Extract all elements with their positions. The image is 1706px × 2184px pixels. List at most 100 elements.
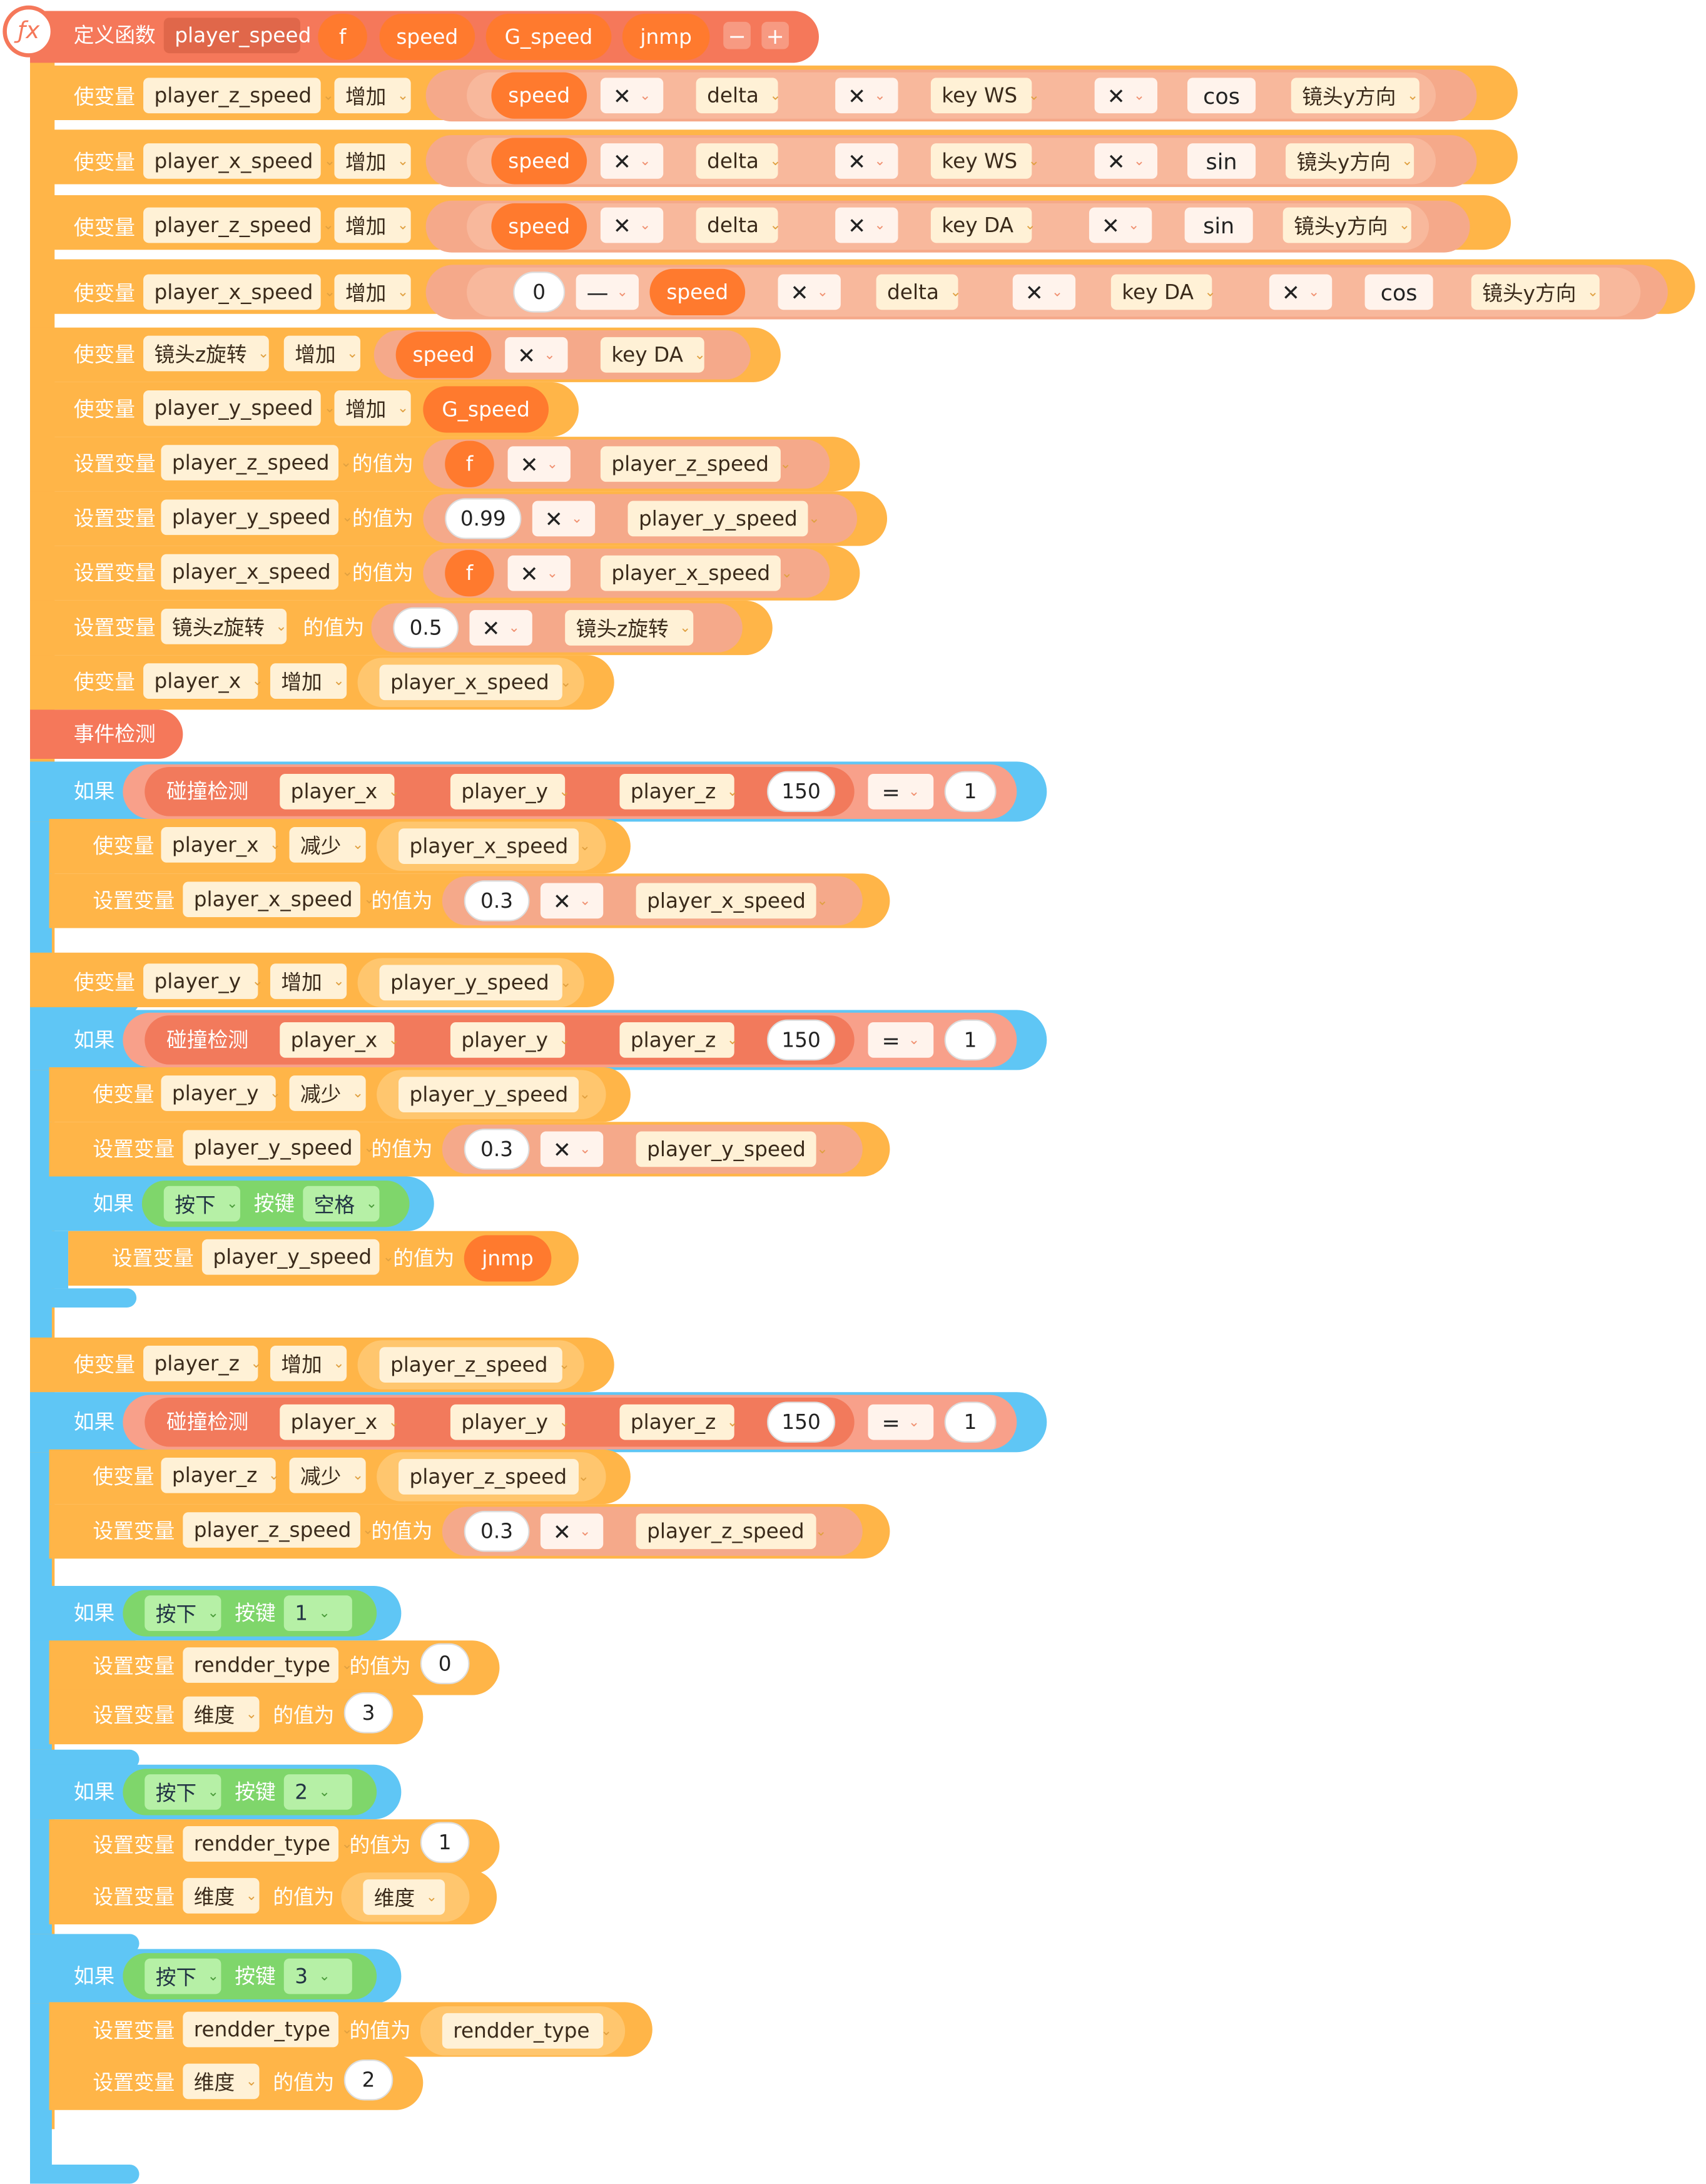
variable-dropdown[interactable]: player_y_speed⌄ [379,965,572,1001]
number-input[interactable]: 1 [944,771,997,813]
param-reporter[interactable]: speed [491,72,587,119]
variable-dropdown[interactable]: player_z_speed⌄ [636,1513,826,1550]
operator-dropdown[interactable]: ✕⌄ [600,78,664,114]
operator-dropdown[interactable]: —⌄ [576,274,639,310]
variable-dropdown[interactable]: 维度⌄ [183,1877,260,1914]
variable-dropdown[interactable]: player_x⌄ [280,1404,400,1440]
number-input[interactable]: 1 [420,1822,470,1863]
function-dropdown[interactable]: cos [1364,274,1433,310]
variable-dropdown[interactable]: 增加⌄ [334,78,411,114]
variable-dropdown[interactable]: rendder_type⌄ [183,1647,353,1683]
variable-dropdown[interactable]: player_z⌄ [161,1457,280,1493]
variable-dropdown[interactable]: player_x⌄ [280,773,400,810]
param-reporter[interactable]: speed [395,332,492,378]
variable-dropdown[interactable]: player_x_speed⌄ [399,828,591,864]
operator-dropdown[interactable]: ✕⌄ [835,78,898,114]
operator-dropdown[interactable]: =⌄ [868,773,934,810]
operator-dropdown[interactable]: ✕⌄ [540,1513,604,1550]
variable-dropdown[interactable]: player_z⌄ [619,773,738,810]
variable-dropdown[interactable]: player_x_speed⌄ [183,881,375,918]
key-dropdown[interactable]: 按下⌄ [163,1186,240,1222]
variable-dropdown[interactable]: 减少⌄ [289,1457,366,1493]
variable-dropdown[interactable]: player_x⌄ [161,827,281,863]
operator-dropdown[interactable]: ✕⌄ [540,883,604,919]
operator-dropdown[interactable]: ✕⌄ [835,207,898,243]
param-reporter[interactable]: speed [379,13,475,60]
number-input[interactable]: 1 [944,1019,997,1061]
variable-dropdown[interactable]: key DA⌄ [930,207,1036,243]
operator-dropdown[interactable]: ✕⌄ [507,446,571,482]
variable-dropdown[interactable]: 增加⌄ [334,207,411,243]
key-dropdown[interactable]: 按下⌄ [145,1958,221,1994]
variable-dropdown[interactable]: 维度⌄ [183,1696,260,1732]
variable-dropdown[interactable]: delta⌄ [696,78,781,114]
number-input[interactable]: 150 [767,1401,836,1443]
operator-dropdown[interactable]: ✕⌄ [1012,274,1076,310]
variable-dropdown[interactable]: player_y⌄ [450,1022,571,1058]
add-param-button[interactable]: + [761,21,789,49]
variable-dropdown[interactable]: 镜头y方向⌄ [1291,78,1419,114]
param-reporter[interactable]: f [445,550,494,597]
param-reporter[interactable]: jnmp [464,1235,552,1282]
operator-dropdown[interactable]: ✕⌄ [1094,78,1157,114]
variable-dropdown[interactable]: player_y⌄ [450,1404,571,1440]
number-input[interactable]: 0.3 [464,1511,530,1552]
function-name[interactable]: player_speed [163,18,311,54]
variable-dropdown[interactable]: player_z_speed⌄ [399,1459,589,1495]
variable-dropdown[interactable]: 增加⌄ [334,143,411,179]
variable-dropdown[interactable]: player_z⌄ [619,1022,738,1058]
param-reporter[interactable]: f [318,13,367,60]
operator-dropdown[interactable]: ✕⌄ [540,1131,604,1167]
variable-dropdown[interactable]: key DA⌄ [600,337,706,373]
function-dropdown[interactable]: sin [1184,207,1253,243]
operator-dropdown[interactable]: ✕⌄ [600,143,664,179]
variable-dropdown[interactable]: 增加⌄ [270,963,347,999]
operator-dropdown[interactable]: ✕⌄ [1269,274,1333,310]
param-reporter[interactable]: f [445,440,494,487]
variable-dropdown[interactable]: 镜头z旋转⌄ [565,610,694,646]
variable-dropdown[interactable]: 镜头z旋转⌄ [143,335,269,372]
variable-dropdown[interactable]: player_y⌄ [161,1075,281,1111]
number-input[interactable]: 150 [767,1019,836,1061]
key-dropdown[interactable]: 3⌄ [283,1958,352,1994]
variable-dropdown[interactable]: player_z_speed⌄ [600,446,791,482]
operator-dropdown[interactable]: ✕⌄ [505,337,568,373]
number-input[interactable]: 3 [343,1692,393,1734]
variable-dropdown[interactable]: player_y_speed⌄ [636,1131,828,1167]
variable-dropdown[interactable]: player_z_speed⌄ [143,78,334,114]
number-input[interactable]: 2 [343,2060,393,2101]
variable-dropdown[interactable]: rendder_type⌄ [442,2013,612,2049]
variable-dropdown[interactable]: 镜头z旋转⌄ [161,608,287,644]
variable-dropdown[interactable]: key WS⌄ [930,143,1040,179]
variable-dropdown[interactable]: 增加⌄ [283,335,360,372]
variable-dropdown[interactable]: 镜头y方向⌄ [1282,207,1411,243]
variable-dropdown[interactable]: player_y⌄ [450,773,571,810]
variable-dropdown[interactable]: 减少⌄ [289,827,366,863]
key-dropdown[interactable]: 空格⌄ [303,1186,380,1222]
variable-dropdown[interactable]: 增加⌄ [270,1346,347,1381]
param-reporter[interactable]: speed [491,203,587,250]
operator-dropdown[interactable]: ✕⌄ [507,555,571,591]
number-input[interactable]: 0.3 [464,880,530,922]
variable-dropdown[interactable]: player_x⌄ [280,1022,400,1058]
variable-dropdown[interactable]: player_x_speed⌄ [636,883,828,919]
variable-dropdown[interactable]: player_y_speed⌄ [201,1239,394,1275]
param-reporter[interactable]: G_speed [423,386,549,433]
variable-dropdown[interactable]: player_x_speed⌄ [161,554,353,590]
param-reporter[interactable]: speed [649,268,746,315]
number-input[interactable]: 0.99 [445,498,522,539]
variable-dropdown[interactable]: player_z_speed⌄ [379,1347,570,1383]
variable-dropdown[interactable]: player_z_speed⌄ [143,207,334,243]
variable-dropdown[interactable]: 维度⌄ [183,2063,260,2100]
variable-dropdown[interactable]: player_z⌄ [143,1346,262,1381]
param-reporter[interactable]: speed [491,138,587,185]
variable-dropdown[interactable]: player_x_speed⌄ [600,555,793,591]
variable-dropdown[interactable]: delta⌄ [696,143,781,179]
number-input[interactable]: 150 [767,771,836,813]
number-input[interactable]: 1 [944,1401,997,1443]
remove-param-button[interactable]: − [723,21,751,49]
variable-dropdown[interactable]: 增加⌄ [334,274,411,310]
variable-dropdown[interactable]: delta⌄ [876,274,962,310]
function-dropdown[interactable]: cos [1187,78,1256,114]
operator-dropdown[interactable]: ✕⌄ [835,143,898,179]
